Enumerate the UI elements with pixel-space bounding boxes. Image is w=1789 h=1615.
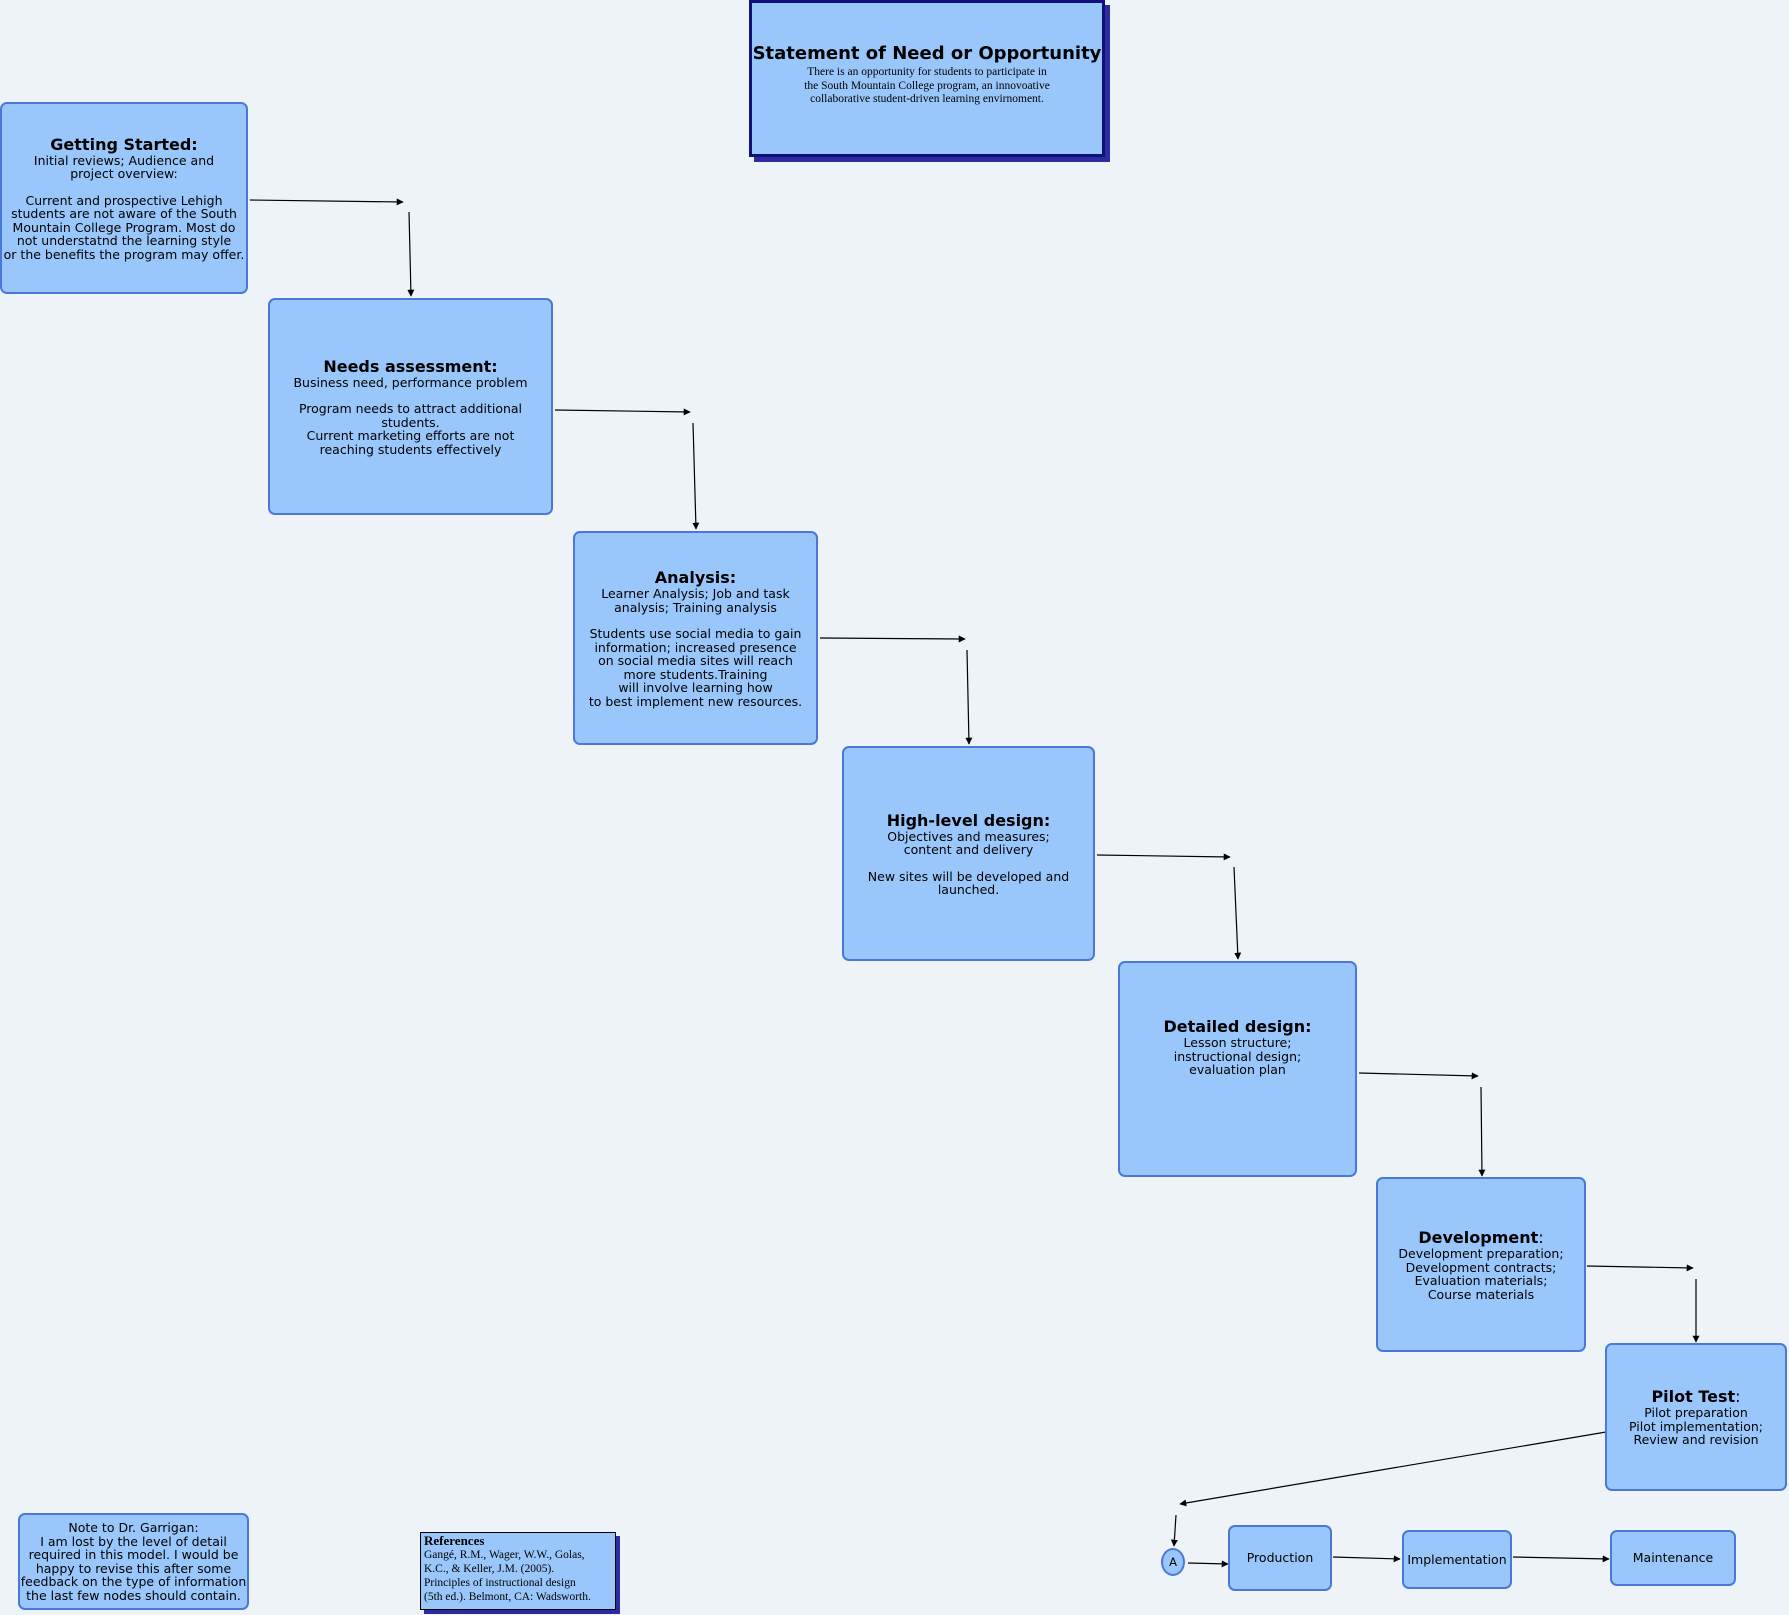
step-summary: Business need, performance problem — [293, 374, 528, 390]
step-summary: Lesson structure; instructional design; … — [1173, 1035, 1302, 1078]
note-text: Note to Dr. Garrigan: I am lost by the l… — [20, 1520, 247, 1603]
statement-body: There is an opportunity for students to … — [804, 66, 1050, 105]
step-title: Pilot Test — [1651, 1387, 1736, 1407]
step-high-level-design: High-level design: Objectives and measur… — [842, 746, 1095, 961]
step-title: Detailed design: — [1163, 1017, 1312, 1037]
arrow-getting-started-right — [249, 198, 404, 206]
step-summary: Development preparation; Development con… — [1398, 1246, 1564, 1302]
arrow-a-to-production — [1187, 1560, 1229, 1568]
references-box: References Gangé, R.M., Wager, W.W., Gol… — [420, 1532, 616, 1610]
step-title: Analysis: — [654, 568, 737, 587]
step-detail: Students use social media to gain inform… — [588, 626, 803, 709]
step-title: Development — [1418, 1228, 1539, 1247]
arrow-analysis-down — [965, 649, 973, 745]
arrow-implementation-to-maintenance — [1512, 1555, 1610, 1563]
step-detail: New sites will be developed and launched… — [867, 868, 1070, 897]
step-analysis: Analysis: Learner Analysis; Job and task… — [573, 531, 818, 745]
references-title: References — [424, 1533, 485, 1548]
arrow-high-level-down — [1233, 866, 1242, 960]
step-title: High-level design: — [886, 810, 1051, 830]
step-title-suffix: : — [1735, 1387, 1741, 1407]
step-title-suffix: : — [1538, 1228, 1544, 1247]
arrow-development-right — [1586, 1264, 1694, 1272]
step-label: Production — [1246, 1550, 1314, 1566]
step-summary: Objectives and measures; content and del… — [887, 828, 1050, 857]
step-implementation: Implementation — [1402, 1530, 1512, 1589]
note-box: Note to Dr. Garrigan: I am lost by the l… — [18, 1513, 249, 1610]
arrow-production-to-implementation — [1332, 1555, 1401, 1563]
step-label: Maintenance — [1632, 1550, 1714, 1566]
step-label: Implementation — [1407, 1551, 1507, 1567]
step-summary: Initial reviews; Audience and project ov… — [33, 152, 215, 182]
step-development: Development: Development preparation; De… — [1376, 1177, 1586, 1352]
step-pilot-test: Pilot Test: Pilot preparation Pilot impl… — [1605, 1343, 1787, 1491]
step-summary: Pilot preparation Pilot implementation; … — [1629, 1405, 1763, 1448]
statement-title: Statement of Need or Opportunity — [752, 43, 1102, 64]
arrow-detailed-down — [1478, 1086, 1486, 1177]
step-maintenance: Maintenance — [1610, 1530, 1736, 1586]
arrow-needs-down — [692, 422, 700, 530]
step-getting-started: Getting Started: Initial reviews; Audien… — [0, 102, 248, 294]
step-title: Needs assessment: — [323, 356, 498, 376]
statement-of-need-box: Statement of Need or Opportunity There i… — [749, 0, 1105, 157]
step-needs-assessment: Needs assessment: Business need, perform… — [268, 298, 553, 515]
step-title: Getting Started: — [50, 134, 198, 154]
step-production: Production — [1228, 1525, 1332, 1591]
arrow-getting-started-down — [407, 211, 415, 297]
arrow-pilot-to-connector — [1179, 1431, 1607, 1507]
arrow-high-level-right — [1096, 853, 1231, 861]
connector-a: A — [1161, 1548, 1185, 1576]
step-summary: Learner Analysis; Job and task analysis;… — [601, 586, 790, 615]
step-detail: Current and prospective Lehigh students … — [3, 192, 245, 262]
step-detailed-design: Detailed design: Lesson structure; instr… — [1118, 961, 1357, 1177]
arrow-analysis-right — [819, 635, 966, 643]
references-body: Gangé, R.M., Wager, W.W., Golas, K.C., &… — [424, 1549, 591, 1603]
arrow-connector-down — [1170, 1514, 1178, 1547]
step-detail: Program needs to attract additional stud… — [298, 401, 523, 457]
arrow-detailed-right — [1358, 1072, 1479, 1080]
arrow-needs-right — [554, 408, 691, 416]
